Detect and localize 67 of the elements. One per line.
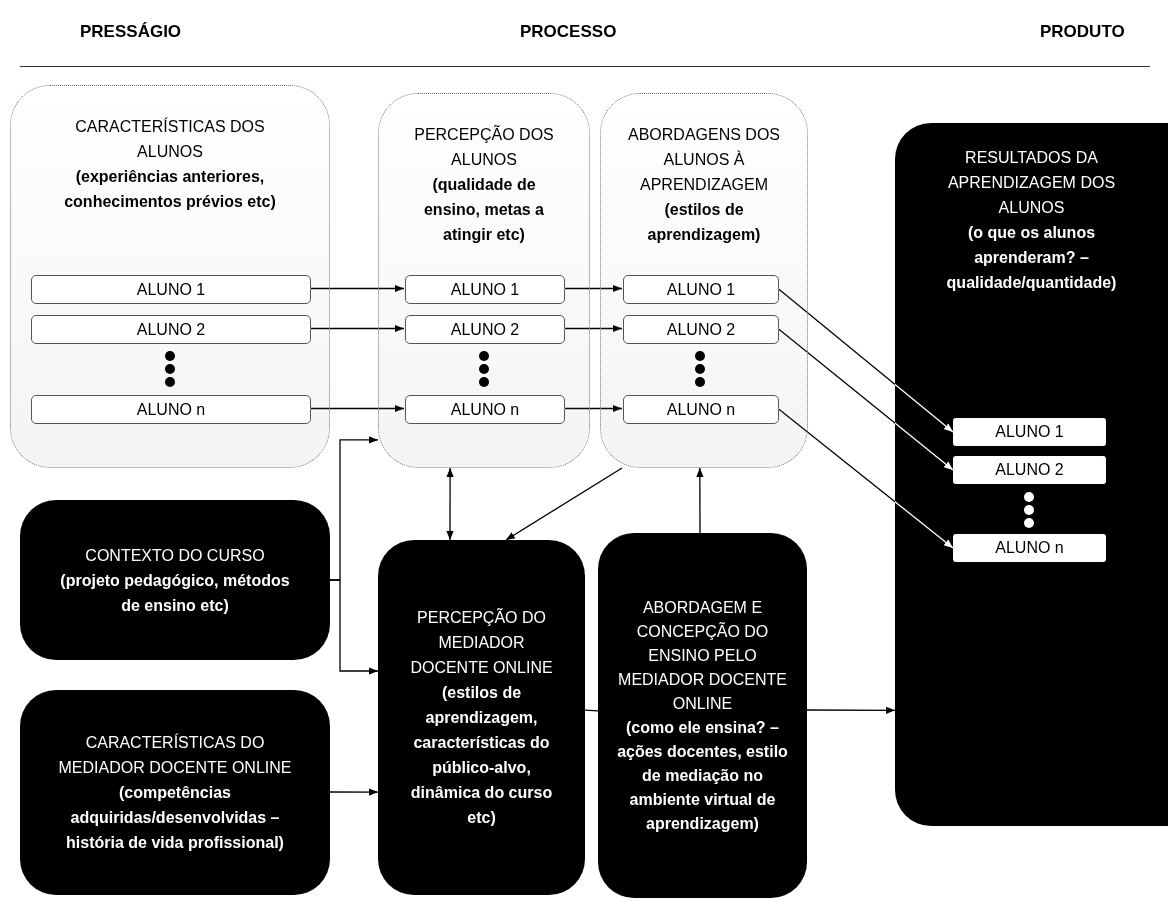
box-description: (competências adquiridas/desenvolvidas – história de vida profissional) [65, 783, 285, 853]
arrow [563, 404, 623, 413]
box-title: ALUNO 1 [666, 280, 736, 300]
student-box [31, 275, 311, 304]
box-title: ALUNO n [136, 400, 206, 420]
student-box [31, 315, 311, 344]
process-box [20, 500, 330, 660]
process-box [895, 123, 1168, 826]
arrow [329, 788, 379, 796]
arrow [309, 324, 405, 333]
box-description: (estilos de aprendizagem, características do público-alvo, dinâmica do curso etc) [409, 683, 554, 828]
box-title: ABORDAGEM E CONCEPÇÃO DO ENSINO PELO MEDIADOR DOCENTE ONLINE [617, 597, 788, 714]
box-description: (experiências anteriores, conhecimentos prévios etc) [63, 167, 277, 212]
process-box [378, 540, 585, 895]
process-box [598, 533, 807, 898]
box-title: ALUNO n [995, 538, 1064, 558]
group-panel [600, 93, 808, 468]
arrow [563, 324, 623, 333]
column-heading: PRODUTO [1040, 22, 1125, 42]
column-heading: PRESSÁGIO [80, 22, 182, 42]
student-box [405, 395, 565, 424]
arrow [777, 287, 954, 433]
group-panel [378, 93, 590, 468]
box-description: (projeto pedagógico, métodos de ensino etc) [60, 570, 290, 616]
box-title: PERCEPÇÃO DO MEDIADOR DOCENTE ONLINE [409, 607, 554, 678]
box-description: (estilos de aprendizagem) [646, 200, 762, 245]
arrow [777, 327, 954, 471]
connector-line [584, 709, 599, 712]
box-description: (qualidade de ensino, metas a atingir etc) [422, 175, 545, 245]
box-description: (o que os alunos aprenderam? – qualidade/quantidade) [945, 223, 1118, 293]
process-box [20, 690, 330, 895]
box-description: (como ele ensina? – ações docentes, estilo de mediação no ambiente virtual de aprendizagem) [616, 717, 789, 834]
box-title: ALUNO 2 [136, 320, 206, 340]
box-title: ALUNO 1 [995, 422, 1064, 442]
box-title: PERCEPÇÃO DOS ALUNOS [413, 124, 555, 170]
student-box [31, 395, 311, 424]
box-title: ALUNO 2 [450, 320, 520, 340]
group-panel [10, 85, 330, 468]
arrow [309, 284, 405, 293]
box-title: ABORDAGENS DOS ALUNOS À APRENDIZAGEM [627, 125, 781, 195]
arrow [696, 467, 704, 534]
box-title: CARACTERÍSTICAS DO MEDIADOR DOCENTE ONLINE [57, 732, 293, 778]
box-title: ALUNO n [666, 400, 736, 420]
student-box [623, 275, 779, 304]
student-box [953, 456, 1106, 484]
student-box [953, 418, 1106, 446]
box-title: ALUNO 1 [136, 280, 206, 300]
arrow [329, 579, 379, 675]
arrow [309, 404, 405, 413]
box-title: ALUNO n [450, 400, 520, 420]
student-box [405, 315, 565, 344]
arrow [777, 407, 954, 549]
student-box [405, 275, 565, 304]
column-heading: PROCESSO [520, 22, 617, 42]
arrow [446, 467, 454, 541]
box-title: ALUNO 2 [666, 320, 736, 340]
student-box [623, 395, 779, 424]
student-box [623, 315, 779, 344]
arrow [563, 284, 623, 293]
box-title: CARACTERÍSTICAS DOS ALUNOS [74, 116, 266, 162]
box-title: RESULTADOS DA APRENDIZAGEM DOS ALUNOS [946, 148, 1117, 218]
student-box [953, 534, 1106, 562]
box-title: CONTEXTO DO CURSO [85, 545, 265, 566]
box-title: ALUNO 1 [450, 280, 520, 300]
arrow [505, 467, 623, 541]
box-title: ALUNO 2 [995, 460, 1064, 480]
arrow [806, 706, 896, 714]
